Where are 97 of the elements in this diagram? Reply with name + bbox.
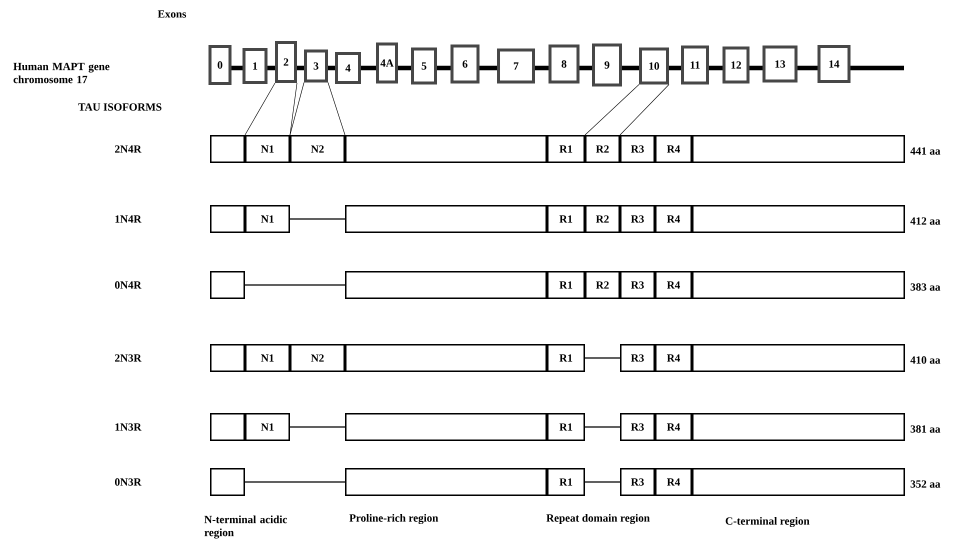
gene-line [622, 66, 639, 70]
heading: Exons [158, 10, 186, 18]
domain-box: R4 [655, 271, 692, 299]
exon-box: 1 [242, 48, 268, 84]
exon-box: 7 [497, 48, 535, 84]
isoform-label: 1N4R [115, 215, 142, 223]
exon-box: 8 [548, 44, 580, 84]
gene-label: Human MAPT gene chromosome 17 [13, 62, 110, 84]
domain-box: R1 [547, 205, 585, 233]
gene-line [580, 66, 592, 70]
domain-box: N2 [290, 135, 345, 163]
region-box [210, 468, 245, 496]
gene-line [297, 66, 304, 70]
domain-box: N2 [290, 344, 345, 372]
gene-line [328, 66, 335, 70]
domain-box: R4 [655, 344, 692, 372]
domain-box: R1 [547, 135, 585, 163]
length-label: 381 aa [910, 425, 940, 433]
exon-box: 2 [275, 41, 297, 83]
domain-box: N1 [245, 344, 290, 372]
isoform-label: 2N3R [115, 354, 142, 362]
exon-box: 4 [335, 52, 361, 84]
region-box [210, 271, 245, 299]
gene-line [437, 66, 450, 70]
domain-box: N1 [245, 413, 290, 441]
length-label: 412 aa [910, 217, 940, 225]
domain-box: R3 [620, 344, 655, 372]
connector-line [245, 481, 345, 483]
isoform-label: 0N3R [114, 478, 142, 486]
gene-line [850, 66, 904, 70]
exon-box: 14 [818, 45, 850, 83]
gene-line [232, 66, 242, 70]
length-label: 441 aa [910, 147, 940, 155]
gene-line [669, 66, 681, 70]
isoform-label: 2N4R [115, 145, 142, 153]
domain-box: R1 [547, 271, 585, 299]
isoform-label: 0N4R [114, 281, 142, 289]
exon-box: 12 [722, 46, 750, 84]
connector-line [585, 357, 620, 359]
splice-line [328, 82, 346, 136]
domain-box: R3 [620, 413, 655, 441]
domain-box: R4 [655, 413, 692, 441]
splice-line [584, 84, 640, 136]
length-label: 352 aa [910, 480, 940, 488]
exon-box: 0 [208, 45, 232, 85]
exon-box: 13 [762, 46, 798, 82]
region-label: Proline-rich region [349, 514, 438, 524]
exon-box: 3 [304, 50, 328, 82]
domain-box: R4 [655, 135, 692, 163]
domain-box: R2 [585, 271, 620, 299]
region-box [210, 135, 245, 163]
region-box [210, 205, 245, 233]
gene-line [709, 66, 722, 70]
splice-line [244, 82, 276, 136]
connector-line [585, 426, 620, 428]
region-box [210, 413, 245, 441]
domain-box: N1 [245, 135, 290, 163]
splice-line [290, 82, 304, 136]
exon-box: 10 [639, 48, 669, 84]
exon-box: 11 [681, 46, 709, 84]
exon-box: 6 [450, 44, 480, 84]
domain-box: R1 [547, 468, 585, 496]
gene-line [480, 66, 497, 70]
region-label: C-terminal region [726, 516, 810, 528]
gene-line [750, 66, 762, 70]
gene-line [398, 66, 411, 70]
region-label: N-terminal acidic region [204, 515, 288, 539]
domain-box: R1 [547, 344, 585, 372]
connector-line [245, 284, 345, 286]
domain-box: R3 [620, 135, 655, 163]
connector-line [290, 218, 345, 220]
splice-line [620, 84, 670, 136]
domain-box: R2 [585, 205, 620, 233]
isoform-label: 1N3R [115, 423, 142, 431]
exon-box: 5 [411, 48, 437, 84]
domain-box: R3 [620, 271, 655, 299]
connector-line [585, 481, 620, 483]
length-label: 383 aa [910, 283, 940, 291]
gene-line [268, 66, 275, 70]
region-box [210, 344, 245, 372]
exon-box: 9 [592, 44, 622, 86]
domain-box: R1 [547, 413, 585, 441]
domain-box: R2 [585, 135, 620, 163]
domain-box: R3 [620, 205, 655, 233]
splice-line [290, 82, 298, 136]
domain-box: R4 [655, 205, 692, 233]
domain-box: R4 [655, 468, 692, 496]
domain-box: N1 [245, 205, 290, 233]
gene-line [798, 66, 818, 70]
gene-line [535, 66, 548, 70]
domain-box: R3 [620, 468, 655, 496]
gene-line [361, 66, 376, 70]
section-heading: TAU ISOFORMS [78, 103, 162, 111]
exon-box: 4A [376, 42, 398, 84]
length-label: 410 aa [910, 356, 940, 364]
region-label: Repeat domain region [546, 514, 650, 524]
connector-line [290, 426, 345, 428]
